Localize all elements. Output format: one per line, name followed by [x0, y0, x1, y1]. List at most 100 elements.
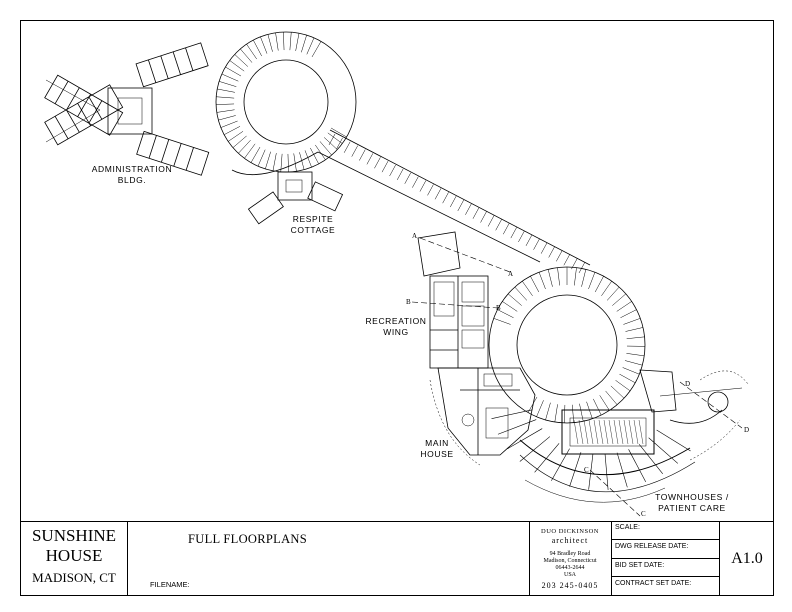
plan-detail-line	[250, 146, 261, 163]
sheet-title: FULL FLOORPLANS	[188, 532, 307, 546]
plan-detail-line	[253, 39, 262, 57]
section-marker: A	[412, 232, 417, 240]
respite-cottage	[247, 171, 344, 225]
plan-detail-line	[304, 150, 312, 168]
architect-street: 94 Bradley Road	[549, 551, 591, 557]
plan-detail-line	[648, 437, 679, 464]
plan-detail-line	[588, 272, 596, 290]
plan-detail-line	[497, 419, 537, 435]
lower-parking-loop	[488, 266, 646, 424]
plan-detail-line	[265, 151, 271, 169]
plan-detail-line	[449, 195, 457, 208]
plan-detail-line	[330, 127, 347, 138]
plan-detail-line	[225, 66, 242, 77]
plan-detail-line	[272, 153, 277, 171]
plan-detail-line	[530, 276, 540, 293]
plan-detail-line	[522, 280, 533, 296]
plan-detail-line	[381, 161, 389, 173]
plan-detail-line	[605, 390, 618, 405]
plan-detail-line	[540, 242, 548, 254]
plan-detail-line	[574, 267, 577, 286]
main-house	[429, 367, 536, 466]
plan-detail-line	[556, 250, 563, 262]
plan-detail-line	[612, 293, 627, 306]
plan-detail-line	[564, 404, 566, 423]
label-line: BLDG.	[117, 175, 147, 185]
plan-detail-line	[229, 60, 245, 72]
plan-detail-line	[323, 137, 338, 150]
plan-detail-line	[328, 133, 336, 146]
plan-detail-line	[427, 184, 434, 196]
title-block: SUNSHINE HOUSE MADISON, CT FULL FLOORPLA…	[20, 521, 774, 596]
site-floorplan: A A B B C C D D	[44, 31, 749, 518]
project-name-line-2: HOUSE	[45, 546, 103, 565]
label-administration-building: ADMINISTRATION BLDG.	[82, 164, 182, 186]
plan-detail-line	[351, 145, 358, 157]
plan-detail-line	[623, 419, 629, 445]
plan-detail-line	[396, 168, 404, 181]
plan-detail-line	[538, 272, 546, 290]
plan-detail-line	[275, 32, 279, 51]
project-name-line-1: SUNSHINE	[31, 526, 117, 545]
plan-detail-line	[287, 153, 289, 172]
plan-detail-line	[557, 267, 560, 286]
plan-detail-line	[518, 230, 525, 243]
plan-detail-line	[327, 132, 343, 144]
plan-detail-line	[578, 261, 586, 274]
plan-detail-line	[301, 35, 307, 53]
plan-detail-line	[519, 436, 551, 462]
project-cell: SUNSHINE HOUSE MADISON, CT	[20, 522, 128, 596]
plan-detail-line	[534, 443, 560, 473]
plan-detail-line	[573, 419, 579, 445]
plan-detail-line	[616, 301, 632, 312]
plan-detail-line	[465, 203, 472, 215]
label-line: MAIN	[425, 438, 449, 448]
plan-detail-line	[625, 327, 644, 332]
label-line: RECREATION	[365, 316, 427, 326]
plan-detail-line	[619, 373, 636, 384]
plan-detail-line	[419, 180, 427, 192]
upper-parking-loop	[215, 31, 357, 173]
architect-firm: DUO DICKINSON	[541, 528, 599, 535]
plan-detail-line	[608, 419, 614, 445]
plan-detail-line	[306, 37, 315, 55]
plan-detail-line	[260, 36, 268, 54]
plan-detail-line	[626, 336, 645, 339]
plan-detail-line	[487, 215, 495, 227]
project-city: MADISON, CT	[32, 570, 116, 585]
contract-set-date-field: CONTRACT SET DATE:	[615, 580, 692, 587]
plan-detail-line	[598, 419, 604, 445]
plan-detail-line	[374, 157, 381, 169]
plan-detail-line	[588, 454, 594, 490]
section-marker: C	[641, 510, 646, 518]
plan-detail-line	[533, 238, 540, 250]
plan-detail-line	[216, 109, 235, 113]
plan-detail-line	[536, 400, 544, 417]
plan-detail-line	[547, 269, 553, 287]
sheet-title-cell: FULL FLOORPLANS FILENAME:	[128, 522, 530, 596]
plan-detail-line	[491, 409, 533, 419]
plan-detail-line	[216, 96, 235, 99]
section-marker: B	[406, 298, 411, 306]
plan-detail-line	[434, 188, 442, 200]
plan-detail-line	[613, 419, 619, 445]
plan-detail-line	[221, 73, 239, 82]
plan-detail-line	[220, 120, 238, 128]
plan-detail-line	[244, 143, 256, 159]
plan-detail-line	[615, 380, 631, 392]
label-line: PATIENT CARE	[658, 503, 726, 513]
architect-country: USA	[563, 572, 576, 578]
plan-detail-line	[359, 149, 366, 161]
plan-detail-line	[246, 44, 257, 60]
plan-detail-line	[545, 402, 551, 421]
plan-detail-line	[216, 103, 235, 105]
plan-detail-line	[295, 33, 300, 51]
plan-detail-line	[366, 153, 374, 165]
dates-cell: SCALE: DWG RELEASE DATE: BID SET DATE: C…	[612, 522, 720, 596]
plan-detail-line	[289, 32, 292, 51]
plan-detail-line	[633, 419, 639, 445]
plan-detail-line	[603, 419, 609, 445]
plan-detail-line	[583, 419, 589, 445]
plan-detail-line	[412, 176, 419, 188]
section-marker: D	[685, 380, 690, 388]
